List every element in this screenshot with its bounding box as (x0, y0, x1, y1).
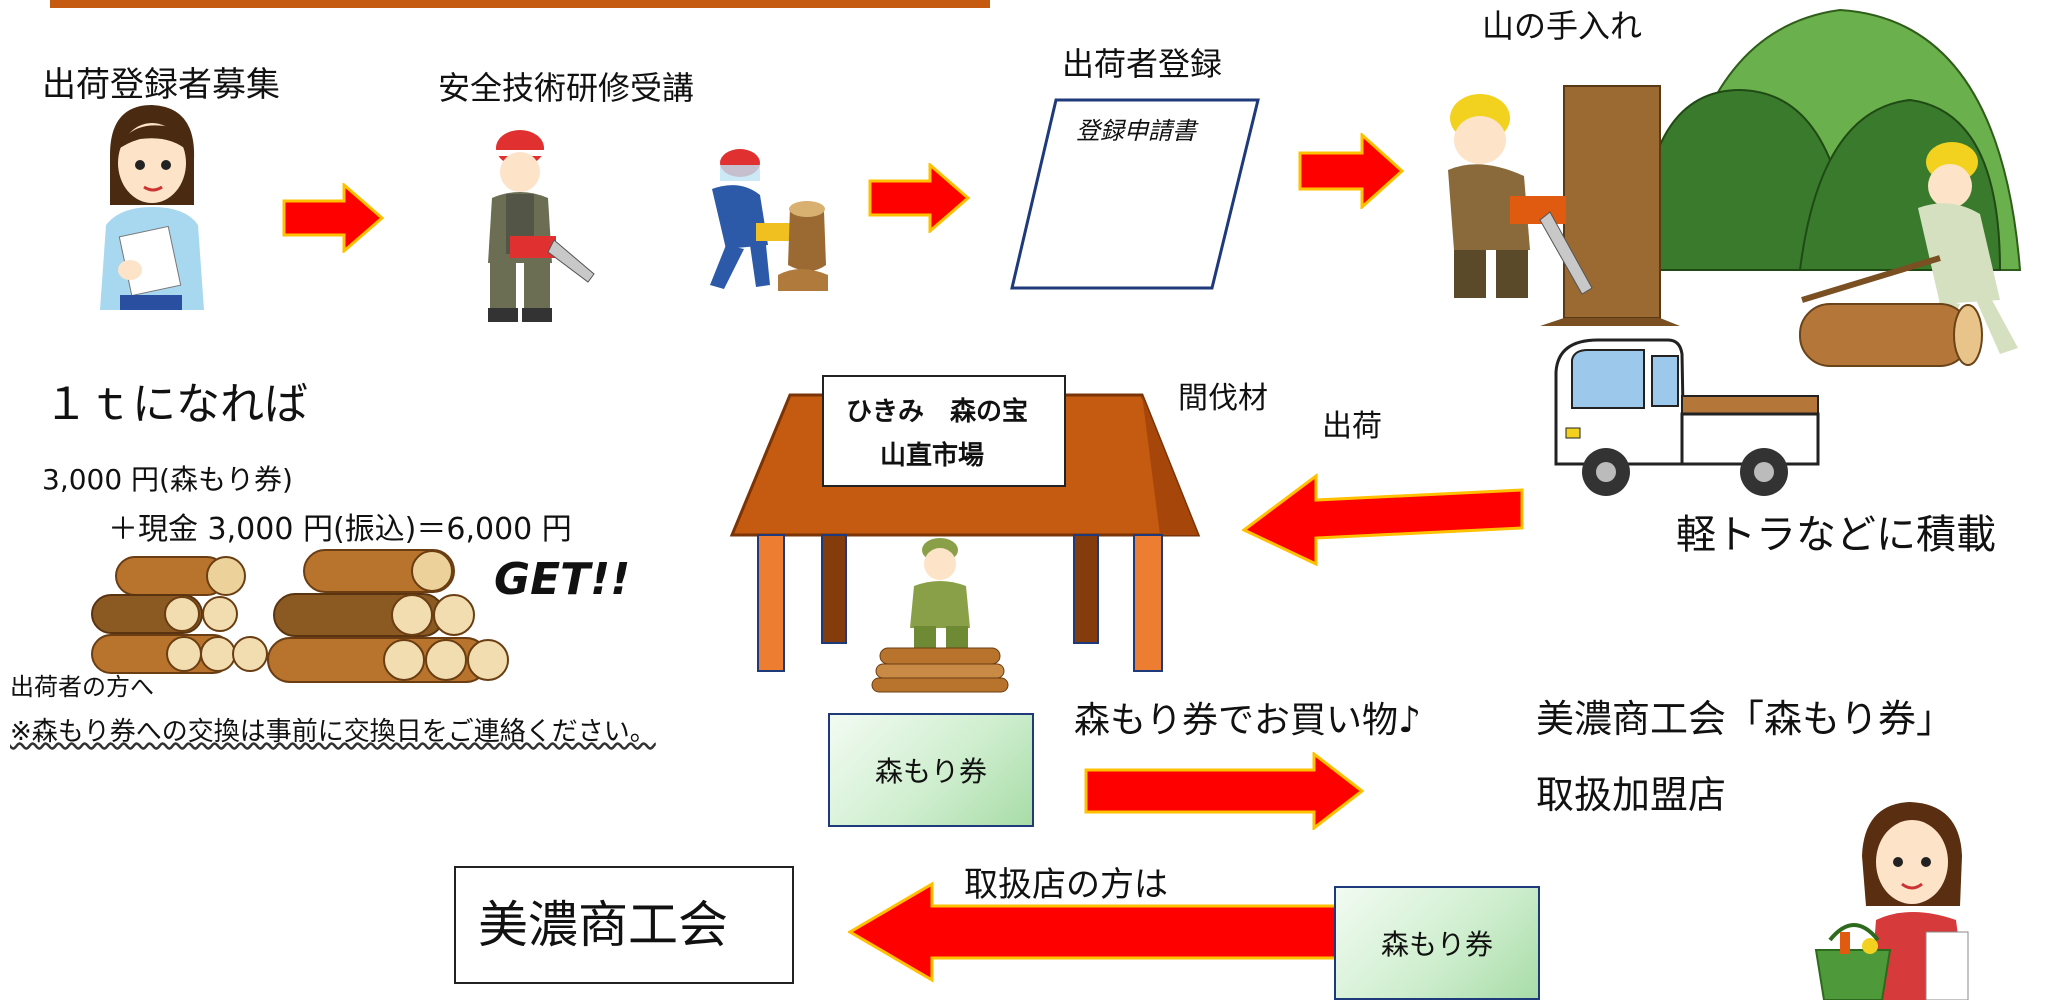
stores-line2: 取扱加盟店 (1536, 773, 1727, 817)
for-stores-label: 取扱店の方は (964, 865, 1168, 905)
arrow-stores-to-chamber (848, 881, 1346, 983)
log-pile-small-illustration (91, 556, 268, 674)
recruiter-woman-illustration (100, 105, 204, 310)
forest-ticket-label: 森もり券 (874, 755, 987, 788)
forest-ticket-card-store: 森もり券 (1334, 886, 1540, 1000)
arrow-training-to-register (868, 163, 970, 233)
ship-label: 出荷 (1322, 409, 1382, 444)
arrow-recruit-to-training (282, 183, 384, 253)
reward-heading: １ｔになれば (44, 379, 308, 430)
forest-ticket-card: 森もり券 (828, 713, 1034, 827)
shopping-label: 森もり券でお買い物♪ (1074, 700, 1421, 741)
truck-label: 軽トラなどに積載 (1676, 512, 1996, 558)
market-sign (822, 375, 1066, 487)
light-truck-illustration (1554, 338, 1820, 496)
registration-form-icon (1010, 98, 1260, 290)
arrow-ticket-to-stores (1084, 752, 1364, 830)
stores-line1: 美濃商工会「森もり券」 (1536, 697, 1955, 741)
get-label: GET!! (494, 554, 631, 605)
market-sign-line1: ひきみ 森の宝 (846, 397, 1029, 427)
shopkeeper-illustration (1814, 802, 1969, 1000)
reward-line1: 3,000 円(森もり券) (42, 463, 293, 496)
register-label: 出荷者登録 (1062, 45, 1223, 83)
notice-to: 出荷者の方へ (10, 673, 154, 701)
form-label: 登録申請書 (1076, 117, 1196, 145)
forest-work-illustration (1448, 8, 2022, 367)
market-sign-line2: 山直市場 (880, 441, 985, 471)
market-worker-illustration (871, 538, 1009, 693)
chamber-of-commerce-box (454, 866, 794, 984)
chamber-name: 美濃商工会 (478, 896, 728, 954)
thinned-wood-label: 間伐材 (1178, 381, 1268, 416)
header-bar (50, 0, 990, 8)
training-label: 安全技術研修受講 (438, 69, 695, 107)
notice-body: ※森もり券への交換は事前に交換日をご連絡ください。 (10, 717, 656, 747)
stump-cutting-worker-illustration (710, 149, 828, 291)
maintenance-label: 山の手入れ (1482, 7, 1643, 45)
log-pile-large-illustration (267, 549, 509, 683)
forest-ticket-label-store: 森もり券 (1380, 928, 1493, 961)
arrow-truck-to-market (1242, 473, 1524, 567)
chainsaw-worker-illustration (488, 130, 595, 322)
reward-line2: ＋現金 3,000 円(振込)＝6,000 円 (108, 512, 572, 547)
recruit-label: 出荷登録者募集 (42, 65, 280, 105)
arrow-register-to-maintenance (1298, 133, 1404, 209)
